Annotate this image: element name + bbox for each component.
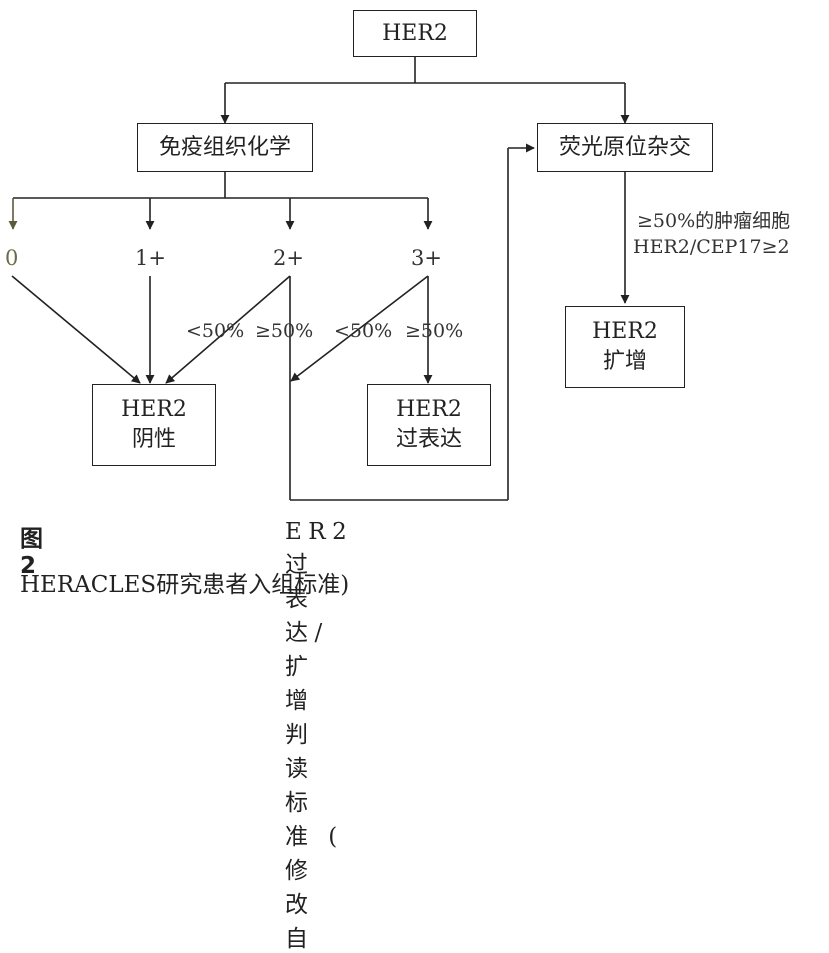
node-ihc-label: 免疫组织化学: [158, 134, 291, 160]
score-2: 2+: [273, 246, 304, 270]
node-over-line2: 过表达: [395, 427, 462, 452]
node-amp-line2: 扩增: [602, 349, 647, 374]
node-negative-line2: 阴性: [131, 427, 176, 452]
node-her2-root: HER2: [353, 10, 477, 57]
threshold-3-high: ≥50%: [405, 320, 464, 342]
node-her2-negative: HER2 阴性: [92, 384, 216, 466]
node-amp-line1: HER2: [592, 319, 658, 345]
figure-label: 图 2: [20, 526, 43, 579]
node-negative-line1: HER2: [121, 397, 187, 423]
node-her2-overexpression: HER2 过表达: [367, 384, 491, 466]
arrow-2-low-to-negative: [165, 275, 291, 384]
node-her2-amplification: HER2 扩增: [565, 306, 685, 388]
score-0: 0: [5, 246, 19, 270]
threshold-2-high: ≥50%: [255, 320, 314, 342]
threshold-3-low: <50%: [334, 320, 393, 342]
caption-line2: HERACLES研究患者入组标准): [20, 572, 350, 598]
fish-criterion-1: ≥50%的肿瘤细胞: [637, 210, 791, 232]
node-ihc: 免疫组织化学: [137, 123, 313, 172]
threshold-2-low: <50%: [186, 320, 245, 342]
score-3: 3+: [411, 246, 442, 270]
fish-criterion-2: HER2/CEP17≥2: [633, 236, 790, 258]
node-over-line1: HER2: [396, 397, 462, 423]
node-her2-root-label: HER2: [382, 20, 448, 46]
arrow-0-to-negative: [11, 275, 141, 384]
flowchart-connectors: [8, 57, 630, 501]
score-1: 1+: [135, 246, 166, 270]
node-fish: 荧光原位杂交: [537, 123, 713, 172]
node-fish-label: 荧光原位杂交: [558, 134, 691, 160]
arrow-3-low-to-loop: [290, 275, 429, 382]
